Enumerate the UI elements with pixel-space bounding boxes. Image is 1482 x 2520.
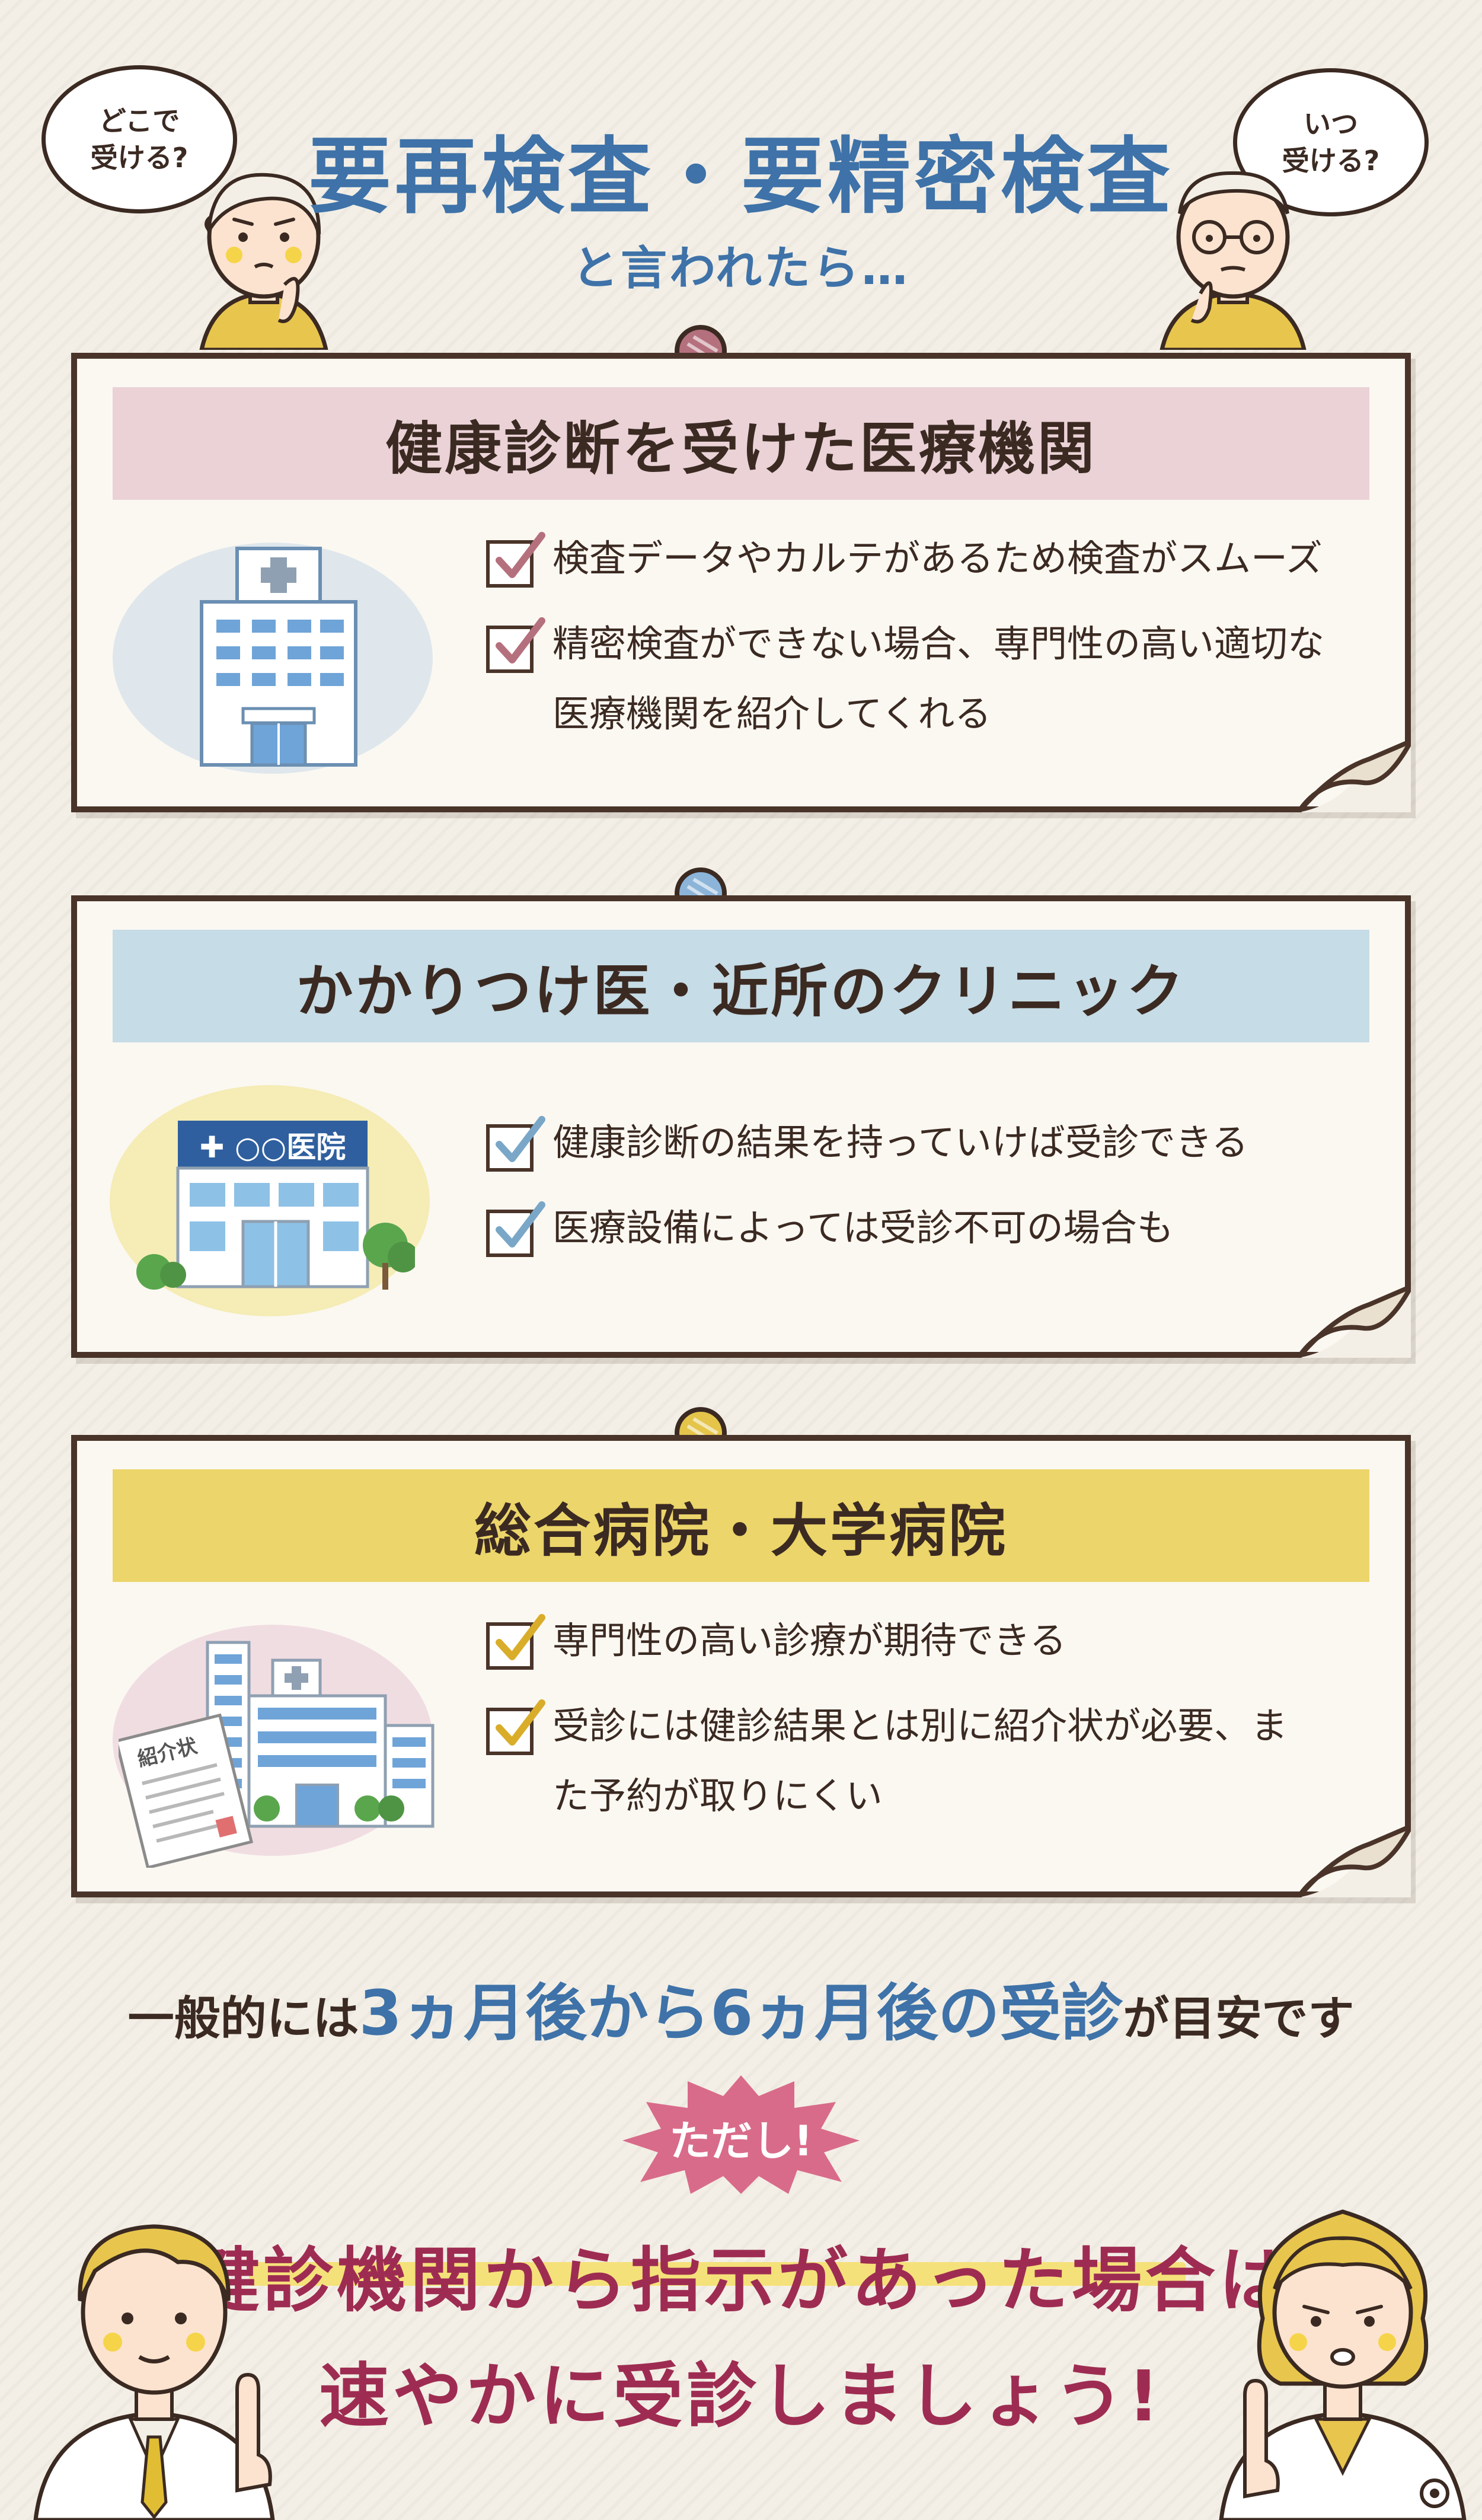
page-subtitle: と言われたら…: [571, 242, 911, 295]
page-curl-decoration: [1298, 1826, 1411, 1897]
bubble-right-line2: 受ける?: [1282, 145, 1380, 177]
checkbox-icon: [486, 617, 545, 673]
checkbox-icon: [486, 1614, 545, 1670]
card-heading: かかりつけ医・近所のクリニック: [113, 930, 1369, 1042]
list-item: 精密検査ができない場合、専門性の高い適切な医療機関を紹介してくれる: [486, 617, 1358, 749]
card-family-clinic: かかりつけ医・近所のクリニック ✚ ○○医院 健康診断の結果を持っていけば受診で…: [71, 895, 1411, 1358]
list-item: 健康診断の結果を持っていけば受診できる: [486, 1116, 1358, 1178]
list-item: 専門性の高い診療が期待できる: [486, 1614, 1358, 1676]
card-checkup-institution: 健康診断を受けた医療機関 検査データやカルテがあるため検査がスムーズ 精密検査が…: [71, 353, 1411, 812]
list-item: 受診には健診結果とは別に紹介状が必要、また予約が取りにくい: [486, 1699, 1358, 1831]
woman-thinking-illustration: [199, 173, 328, 350]
instruction-line-2: 速やかに受診しましょう!: [319, 2355, 1163, 2437]
card-general-hospital: 総合病院・大学病院 紹介状 専門性の高い診療が期待できる: [71, 1435, 1411, 1897]
list-item: 医療設備によっては受診不可の場合も: [486, 1201, 1358, 1263]
elderly-man-thinking-illustration: [1160, 171, 1307, 350]
instruction-line-1: 健診機関から指示があった場合は: [189, 2240, 1292, 2321]
speech-bubble-left: どこで 受ける?: [41, 65, 237, 213]
checklist: 健康診断の結果を持っていけば受診できる 医療設備によっては受診不可の場合も: [486, 1116, 1358, 1291]
guideline-highlight: 3ヵ月後から6ヵ月後の受診: [359, 1977, 1123, 2049]
female-doctor-illustration: [1219, 2209, 1467, 2520]
guideline-suffix: が目安です: [1123, 1992, 1355, 2046]
clinic-sign: ✚ ○○医院: [199, 1130, 346, 1165]
referral-letter-icon: [119, 1714, 254, 1868]
male-doctor-illustration: [33, 2224, 275, 2520]
checklist: 専門性の高い診療が期待できる 受診には健診結果とは別に紹介状が必要、また予約が取…: [486, 1614, 1358, 1859]
checkbox-icon: [486, 532, 545, 588]
list-item: 検査データやカルテがあるため検査がスムーズ: [486, 532, 1358, 594]
checklist: 検査データやカルテがあるため検査がスムーズ 精密検査ができない場合、専門性の高い…: [486, 532, 1358, 777]
bubble-left-line2: 受ける?: [90, 142, 189, 174]
page-curl-decoration: [1298, 741, 1411, 812]
guideline-sentence: 一般的には3ヵ月後から6ヵ月後の受診が目安です: [0, 1963, 1482, 2052]
list-item-text: 精密検査ができない場合、専門性の高い適切な医療機関を紹介してくれる: [552, 622, 1325, 735]
list-item-text: 医療設備によっては受診不可の場合も: [552, 1206, 1174, 1249]
bubble-right-line1: いつ: [1304, 107, 1358, 140]
page-title: 要再検査・要精密検査: [308, 129, 1174, 225]
guideline-prefix: 一般的には: [127, 1992, 359, 2046]
checkbox-icon: [486, 1699, 545, 1755]
bubble-left-line1: どこで: [98, 104, 180, 137]
page-curl-decoration: [1298, 1287, 1411, 1358]
list-item-text: 受診には健診結果とは別に紹介状が必要、また予約が取りにくい: [552, 1704, 1288, 1817]
list-item-text: 検査データやカルテがあるため検査がスムーズ: [552, 537, 1323, 580]
list-item-text: 専門性の高い診療が期待できる: [552, 1619, 1066, 1662]
checkbox-icon: [486, 1116, 545, 1172]
hospital-building-illustration: [200, 547, 357, 767]
checkbox-icon: [486, 1201, 545, 1257]
highlight-underline: [249, 2262, 1186, 2286]
burst-label: ただし!: [669, 2117, 813, 2165]
clinic-building-illustration: [136, 1121, 415, 1290]
card-heading: 総合病院・大学病院: [113, 1469, 1369, 1582]
burst-badge: [622, 2075, 860, 2194]
card-heading: 健康診断を受けた医療機関: [113, 387, 1369, 500]
general-hospital-illustration: [206, 1641, 435, 1828]
list-item-text: 健康診断の結果を持っていけば受診できる: [552, 1121, 1248, 1164]
